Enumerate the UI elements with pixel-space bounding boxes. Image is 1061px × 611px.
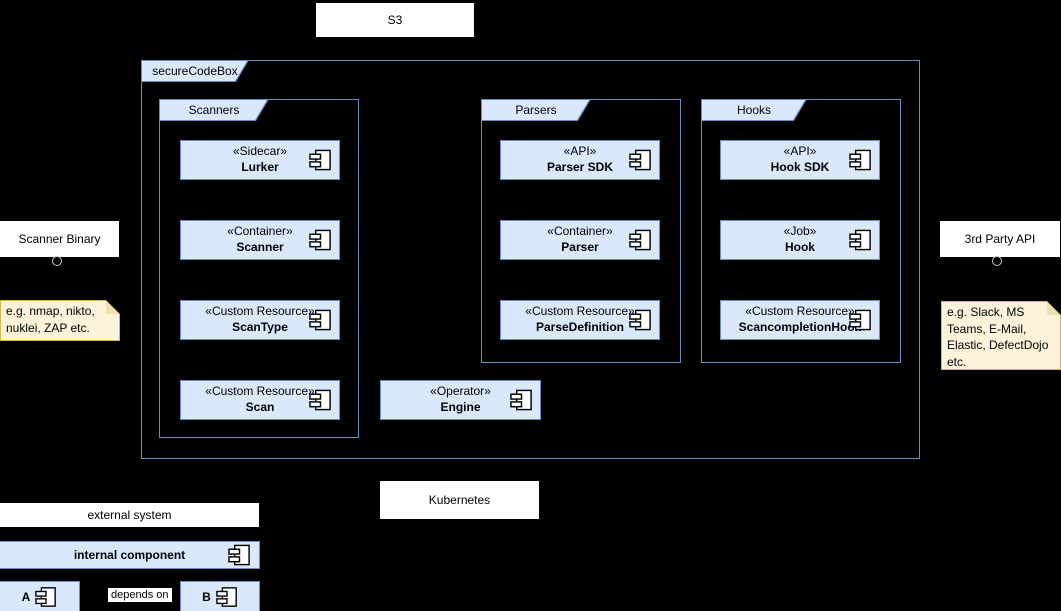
component-engine-stereotype: «Operator» xyxy=(430,384,491,399)
uml-component-icon xyxy=(629,149,652,172)
uml-component-icon xyxy=(629,229,652,252)
component-parser-sdk: «API» Parser SDK xyxy=(500,140,660,180)
uml-component-icon xyxy=(629,309,652,332)
note-fold-corner xyxy=(1047,302,1060,315)
uml-component-icon xyxy=(849,309,872,332)
node-scanner-binary-label: Scanner Binary xyxy=(18,232,101,246)
uml-component-icon xyxy=(228,544,251,567)
uml-component-icon xyxy=(849,229,872,252)
group-scanners-label: Scanners xyxy=(160,100,268,120)
uml-component-icon xyxy=(309,229,332,252)
node-s3-label: S3 xyxy=(387,13,403,27)
node-third-party-api-label: 3rd Party API xyxy=(964,232,1036,246)
legend-depends-on-label: depends on xyxy=(108,588,172,602)
note-scanner-examples-text: e.g. nmap, nikto, nuklei, ZAP etc. xyxy=(1,301,119,340)
component-lurker-stereotype: «Sidecar» xyxy=(232,144,288,159)
group-parsers-label: Parsers xyxy=(482,100,590,120)
component-scan-stereotype: «Custom Resource» xyxy=(205,384,315,399)
legend-node-a: A xyxy=(0,581,80,611)
component-parser-stereotype: «Container» xyxy=(547,224,613,239)
component-scantype-name: ScanType xyxy=(232,320,288,334)
component-parse-definition: «Custom Resource» ParseDefinition xyxy=(500,300,660,340)
note-third-party-examples-text: e.g. Slack, MS Teams, E-Mail, Elastic, D… xyxy=(942,302,1060,369)
uml-component-icon xyxy=(849,149,872,172)
component-scantype: «Custom Resource» ScanType xyxy=(180,300,340,340)
interface-circle xyxy=(992,256,1002,266)
legend-external-system: external system xyxy=(0,502,260,528)
component-engine-name: Engine xyxy=(440,400,481,414)
component-scanner: «Container» Scanner xyxy=(180,220,340,260)
uml-component-icon xyxy=(309,389,332,412)
securecodebox-container: secureCodeBox xyxy=(141,60,920,459)
component-lurker-name: Lurker xyxy=(241,160,279,174)
uml-component-icon xyxy=(309,149,332,172)
component-parser-sdk-name: Parser SDK xyxy=(546,160,614,174)
securecodebox-tab: secureCodeBox xyxy=(141,60,249,82)
component-scanner-stereotype: «Container» xyxy=(227,224,293,239)
node-third-party-api: 3rd Party API xyxy=(939,220,1061,258)
interface-circle xyxy=(52,256,62,266)
component-parser: «Container» Parser xyxy=(500,220,660,260)
component-scanner-name: Scanner xyxy=(236,240,284,254)
component-scantype-stereotype: «Custom Resource» xyxy=(205,304,315,319)
group-scanners: Scanners xyxy=(159,99,359,438)
component-hook-sdk-stereotype: «API» xyxy=(783,144,817,159)
component-scan-completion-hook-stereotype: «Custom Resource» xyxy=(745,304,855,319)
component-hook: «Job» Hook xyxy=(720,220,880,260)
component-scan: «Custom Resource» Scan xyxy=(180,380,340,420)
component-engine: «Operator» Engine xyxy=(380,380,541,420)
node-kubernetes-label: Kubernetes xyxy=(428,493,491,507)
component-parser-name: Parser xyxy=(561,240,599,254)
group-parsers-tab: Parsers xyxy=(481,99,591,121)
group-parsers: Parsers xyxy=(481,99,681,363)
component-hook-sdk-name: Hook SDK xyxy=(770,160,830,174)
component-hook-sdk: «API» Hook SDK xyxy=(720,140,880,180)
securecodebox-label: secureCodeBox xyxy=(142,61,248,81)
node-scanner-binary: Scanner Binary xyxy=(0,220,120,258)
uml-component-icon xyxy=(216,586,238,608)
node-s3: S3 xyxy=(315,2,475,38)
component-hook-name: Hook xyxy=(784,240,815,254)
legend-internal-component: internal component xyxy=(0,541,260,569)
component-parse-definition-stereotype: «Custom Resource» xyxy=(525,304,635,319)
note-scanner-examples: e.g. nmap, nikto, nuklei, ZAP etc. xyxy=(0,300,120,341)
component-hook-stereotype: «Job» xyxy=(783,224,817,239)
uml-component-icon xyxy=(510,389,533,412)
group-hooks-label: Hooks xyxy=(702,100,806,120)
note-fold-corner xyxy=(106,301,119,314)
legend-node-a-label: A xyxy=(21,590,31,604)
node-kubernetes: Kubernetes xyxy=(379,480,540,520)
group-hooks-tab: Hooks xyxy=(701,99,807,121)
legend-internal-component-label: internal component xyxy=(73,548,186,562)
component-lurker: «Sidecar» Lurker xyxy=(180,140,340,180)
legend-node-b: B xyxy=(180,581,260,611)
group-hooks: Hooks xyxy=(701,99,901,363)
uml-component-icon xyxy=(309,309,332,332)
component-scan-completion-hook-name: ScancompletionHook xyxy=(738,320,862,334)
component-parser-sdk-stereotype: «API» xyxy=(563,144,597,159)
note-third-party-examples: e.g. Slack, MS Teams, E-Mail, Elastic, D… xyxy=(941,301,1061,370)
component-scan-completion-hook: «Custom Resource» ScancompletionHook xyxy=(720,300,880,340)
component-scan-name: Scan xyxy=(245,400,275,414)
legend-node-b-label: B xyxy=(202,590,211,604)
legend-external-system-label: external system xyxy=(87,508,172,522)
group-scanners-tab: Scanners xyxy=(159,99,269,121)
component-parse-definition-name: ParseDefinition xyxy=(535,320,624,334)
uml-component-icon xyxy=(35,586,57,608)
